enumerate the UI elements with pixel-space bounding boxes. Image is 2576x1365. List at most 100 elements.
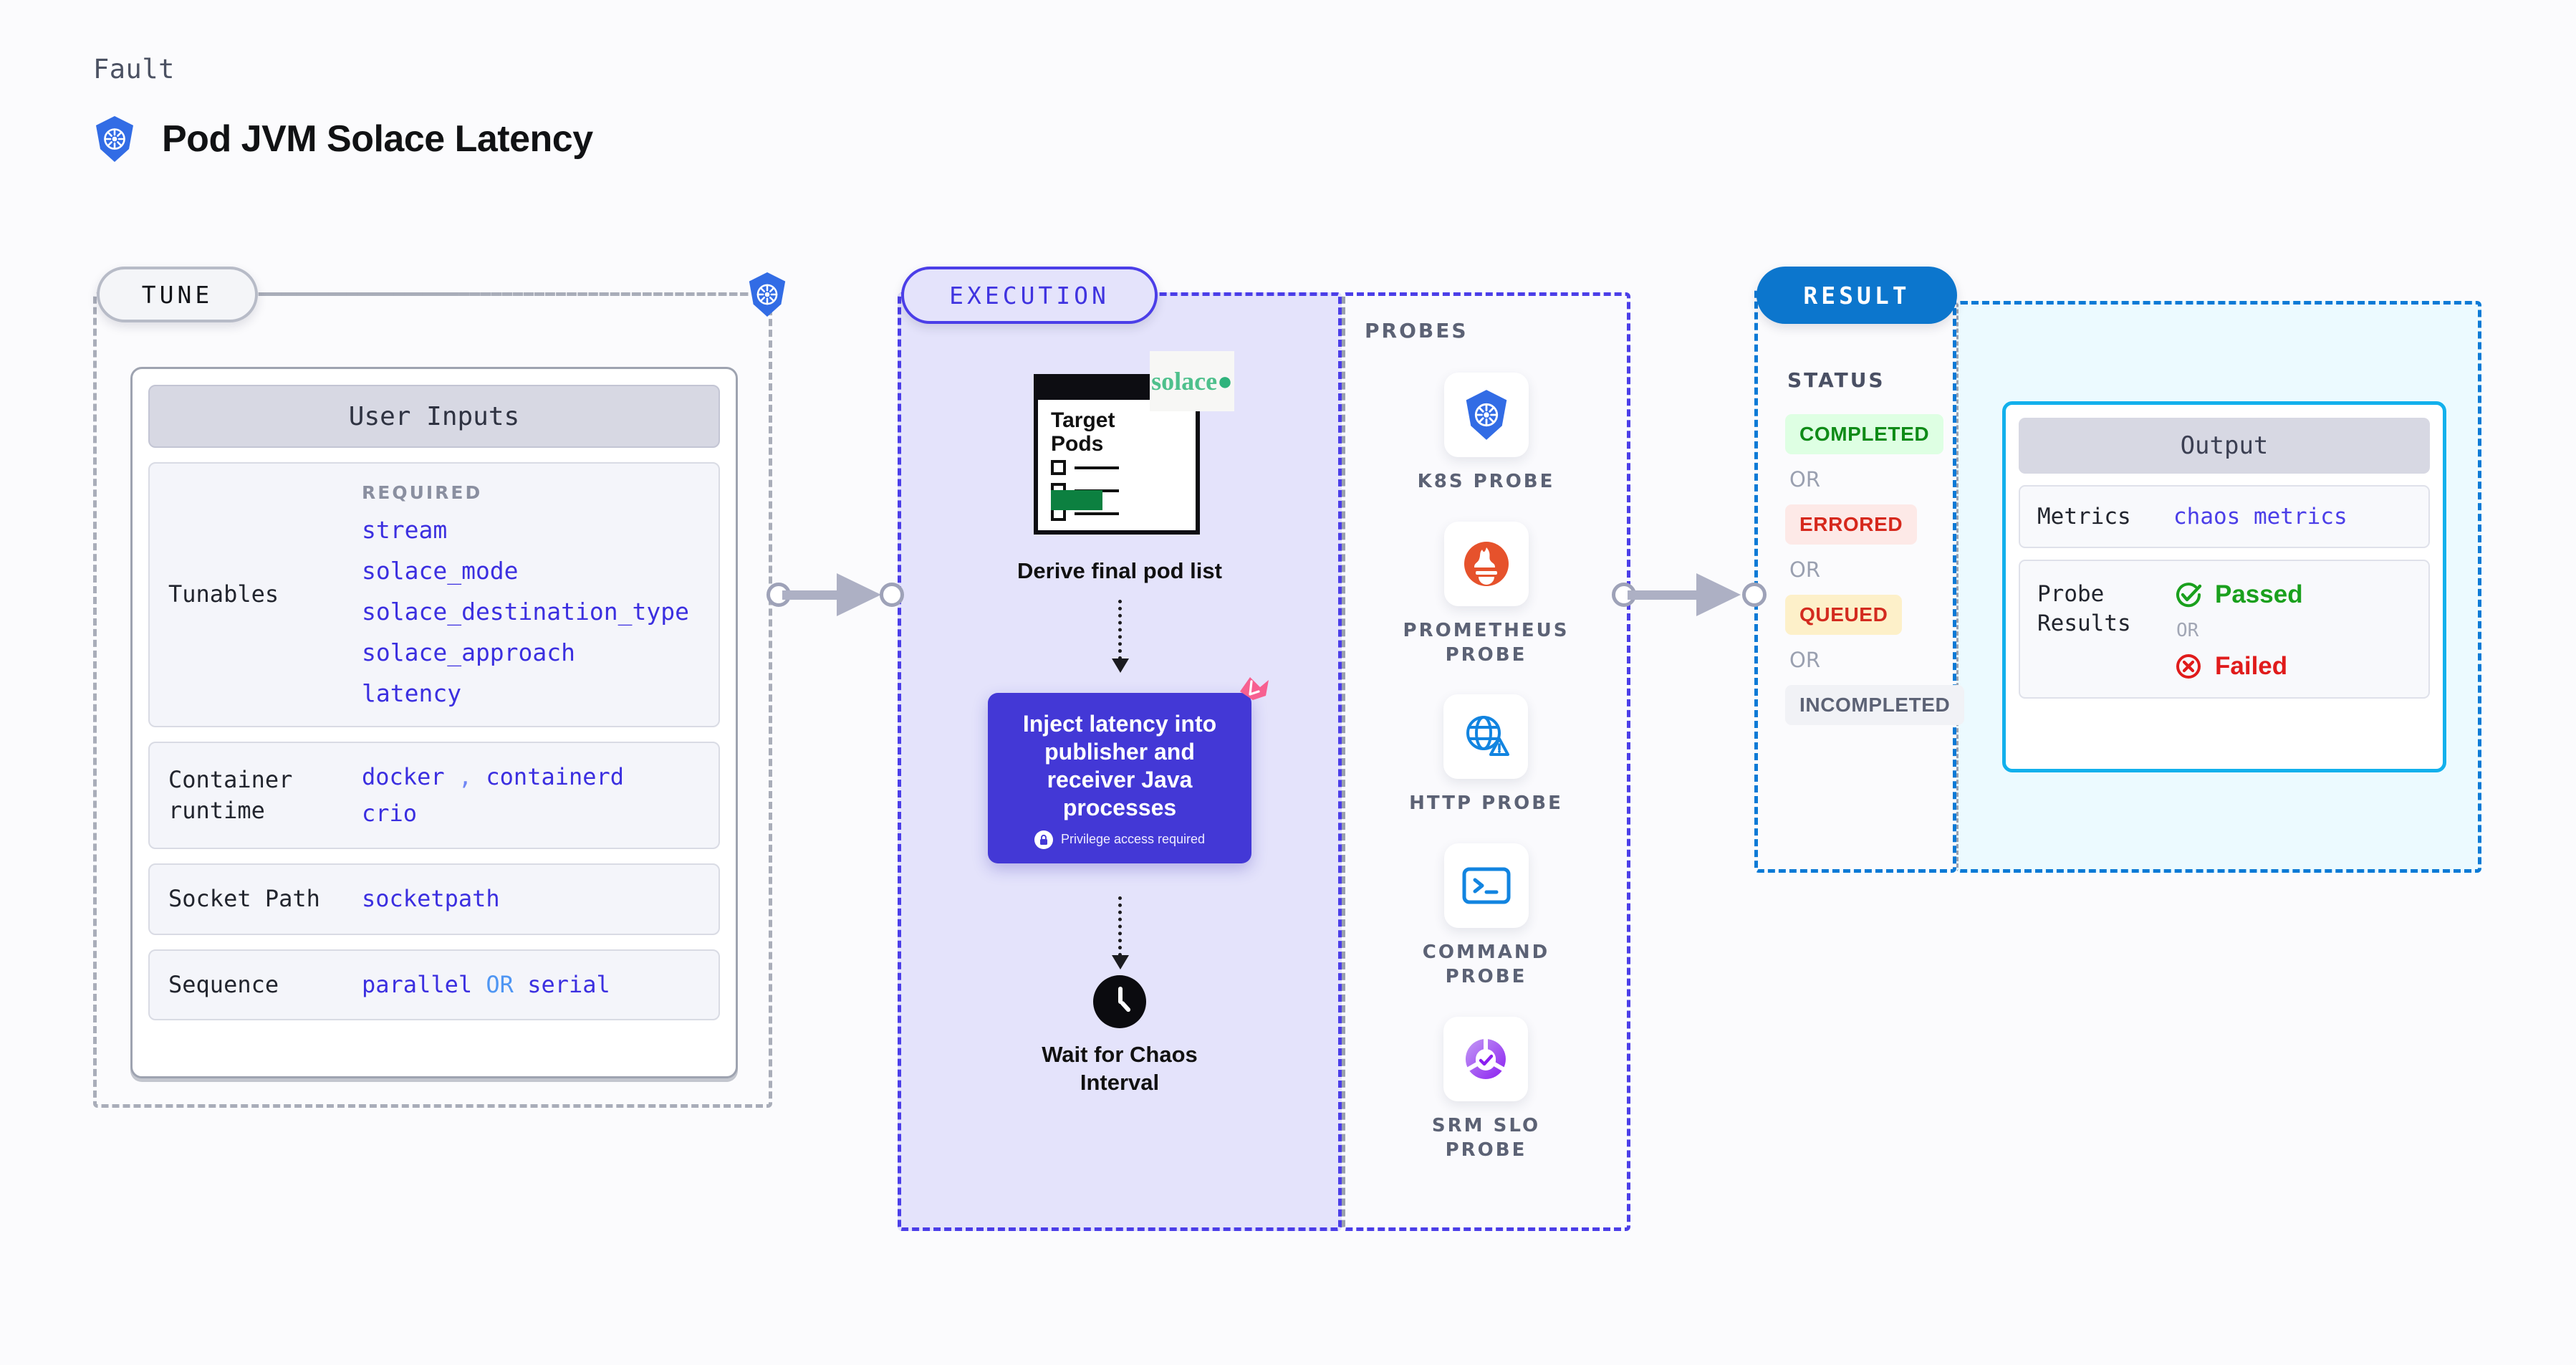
- stage-pill-result[interactable]: RESULT: [1756, 267, 1957, 324]
- sequence-row: Sequence parallel OR serial: [148, 949, 720, 1020]
- tunable-item[interactable]: solace_destination_type: [362, 598, 689, 626]
- probe-tile: [1443, 373, 1529, 457]
- socket-path-value[interactable]: socketpath: [362, 885, 500, 913]
- output-metrics-value[interactable]: chaos metrics: [2173, 504, 2347, 530]
- output-probe-results-values: Passed OR Failed: [2173, 580, 2303, 681]
- x-circle-icon: [2176, 654, 2201, 679]
- stage-pill-tune[interactable]: TUNE: [97, 267, 258, 322]
- socket-path-key: Socket Path: [168, 885, 320, 913]
- execution-flow: Target Pods solace● Derive final pod lis…: [898, 330, 1342, 1096]
- status-or-3: OR: [1789, 648, 1820, 672]
- status-badge-queued: QUEUED: [1785, 595, 1903, 635]
- runtime-containerd[interactable]: containerd: [486, 763, 625, 790]
- page-title: Pod JVM Solace Latency: [162, 118, 593, 160]
- tunables-key: Tunables: [168, 580, 279, 608]
- probe-tile: [1443, 521, 1529, 606]
- clock-icon: [1092, 974, 1146, 1028]
- runtime-separator: ,: [458, 763, 473, 790]
- probe-tile: [1443, 843, 1529, 929]
- tunable-item[interactable]: solace_mode: [362, 557, 519, 585]
- connector-arrowhead: [1696, 573, 1741, 616]
- probe-item-http[interactable]: HTTP PROBE: [1409, 694, 1563, 816]
- container-runtime-row: Container runtime docker , containerd cr…: [148, 742, 720, 850]
- lock-icon: [1034, 830, 1053, 849]
- tune-dashed-connector: [264, 292, 747, 296]
- runtime-crio[interactable]: crio: [362, 800, 418, 828]
- probe-item-prometheus[interactable]: PROMETHEUS PROBE: [1403, 521, 1570, 668]
- step-derive-pod-list-caption: Derive final pod list: [1017, 558, 1222, 583]
- probes-label: PROBES: [1365, 319, 1469, 343]
- tunables-row: Tunables REQUIRED stream solace_mode sol…: [148, 462, 720, 727]
- passed-label: Passed: [2215, 580, 2303, 609]
- doc-title: Target Pods: [1051, 408, 1115, 456]
- tunable-item[interactable]: stream: [362, 516, 448, 544]
- failed-label: Failed: [2215, 652, 2288, 681]
- required-label: REQUIRED: [362, 482, 483, 503]
- srm-slo-icon: [1463, 1037, 1509, 1079]
- wait-chaos-interval-caption: Wait for Chaos Interval: [1042, 1041, 1198, 1095]
- flow-arrow-1: [1111, 599, 1129, 673]
- probe-label: HTTP PROBE: [1409, 792, 1563, 815]
- status-or-1: OR: [1789, 467, 1820, 492]
- container-runtime-key: Container runtime: [168, 766, 293, 825]
- solace-logo: solace●: [1150, 351, 1234, 411]
- probe-label: K8S PROBE: [1417, 471, 1555, 492]
- status-options: COMPLETED OR ERRORED OR QUEUED OR INCOMP…: [1785, 414, 1965, 725]
- privilege-note-text: Privilege access required: [1060, 832, 1206, 847]
- status-badge-completed: COMPLETED: [1785, 414, 1944, 454]
- connector-execution-to-result: [1612, 573, 1767, 616]
- probe-result-or: OR: [2176, 620, 2199, 642]
- tunable-item[interactable]: solace_approach: [362, 638, 576, 666]
- output-metrics-key: Metrics: [2037, 504, 2131, 530]
- sequence-parallel[interactable]: parallel: [362, 970, 473, 998]
- flow-arrow-2: [1111, 896, 1129, 969]
- prometheus-icon: [1464, 541, 1509, 586]
- probe-tile: [1443, 694, 1529, 780]
- page-kicker: Fault: [93, 54, 175, 85]
- socket-path-row: Socket Path socketpath: [148, 863, 720, 935]
- status-label: STATUS: [1787, 368, 1885, 392]
- sequence-serial[interactable]: serial: [527, 970, 610, 998]
- inject-latency-card[interactable]: Inject latency into publisher and receiv…: [988, 676, 1269, 863]
- connector-tune-to-execution: [766, 573, 904, 616]
- stage-pill-execution[interactable]: EXECUTION: [901, 267, 1158, 324]
- inject-latency-text: Inject latency into publisher and receiv…: [1022, 710, 1217, 820]
- check-circle-icon: [2176, 583, 2202, 608]
- doc-green-bar: [1051, 490, 1102, 510]
- probe-item-command[interactable]: COMMAND PROBE: [1423, 843, 1549, 990]
- probes-list: K8S PROBE PROMETHEUS PROBE: [1342, 373, 1630, 1162]
- probe-result-failed: Failed: [2173, 651, 2303, 681]
- connector-arrowhead: [837, 573, 881, 616]
- status-badge-incompleted: INCOMPLETED: [1785, 685, 1965, 725]
- chaos-ribbon-icon: [1240, 676, 1269, 700]
- container-runtime-values: docker , containerd crio: [362, 759, 624, 832]
- connector-dot-right: [1742, 583, 1767, 607]
- probe-item-k8s[interactable]: K8S PROBE: [1418, 373, 1555, 494]
- probe-item-srm-slo[interactable]: SRM SLO PROBE: [1431, 1016, 1541, 1163]
- doc-checkbox-row: [1051, 460, 1119, 475]
- terminal-icon: [1462, 867, 1510, 904]
- probe-label: SRM SLO PROBE: [1431, 1114, 1541, 1161]
- user-inputs-card: User Inputs Tunables REQUIRED stream sol…: [130, 367, 738, 1078]
- status-or-2: OR: [1789, 557, 1820, 582]
- wait-chaos-interval-step: Wait for Chaos Interval: [1042, 974, 1198, 1097]
- user-inputs-title: User Inputs: [148, 385, 720, 448]
- sequence-separator: OR: [486, 970, 514, 998]
- target-pods-doc-icon: Target Pods solace●: [1034, 351, 1234, 539]
- connector-dot-right: [880, 583, 904, 607]
- output-metrics-row: Metrics chaos metrics: [2019, 485, 2430, 549]
- probe-label: COMMAND PROBE: [1422, 942, 1550, 987]
- sequence-key: Sequence: [168, 970, 279, 998]
- runtime-docker[interactable]: docker: [362, 763, 445, 790]
- page-title-row: Pod JVM Solace Latency: [92, 115, 593, 163]
- kubernetes-icon: [1466, 390, 1506, 440]
- output-title: Output: [2019, 418, 2430, 474]
- tunable-item[interactable]: latency: [362, 679, 462, 707]
- tunables-values: REQUIRED stream solace_mode solace_desti…: [362, 482, 689, 707]
- probe-label: PROMETHEUS PROBE: [1403, 619, 1570, 666]
- privilege-note: Privilege access required: [1034, 830, 1205, 849]
